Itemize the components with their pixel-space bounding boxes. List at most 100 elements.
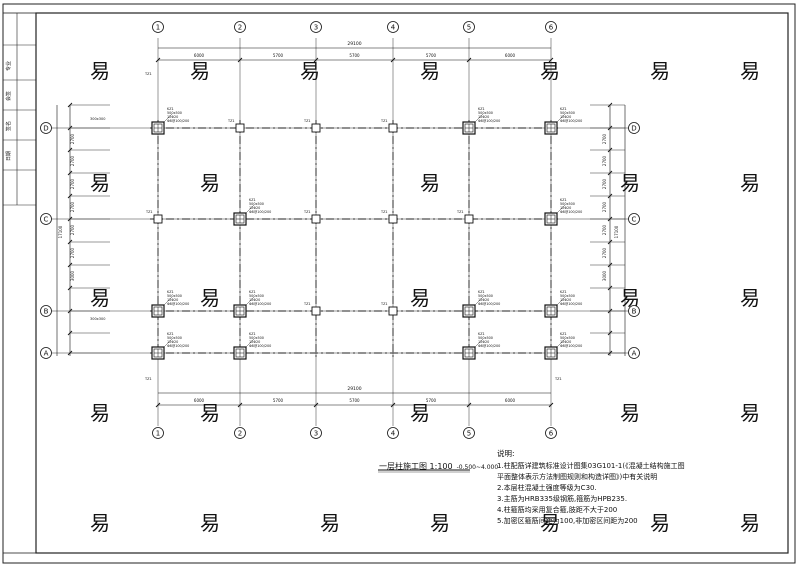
column-rebar: 12Φ20	[167, 298, 178, 302]
dim-tick	[466, 57, 472, 63]
column-stirrup-text: Φ8@100/200	[478, 302, 500, 306]
tz-tag: TZ1	[303, 302, 311, 306]
dim-text-right: 2700	[602, 133, 607, 144]
dim-text-left: 3000	[70, 270, 75, 281]
watermark-glyph: 易	[740, 59, 760, 83]
dim-text-right: 2700	[602, 224, 607, 235]
dim-text-bottom: 5700	[426, 398, 437, 403]
column-size: 500x500	[249, 336, 264, 340]
side-note: TZ1	[554, 377, 562, 381]
dim-text-top: 5700	[349, 53, 360, 58]
tz-outline	[388, 123, 398, 133]
notes-block: 说明: 1.柱配筋详建筑标准设计图集03G101-1(《混凝土结构施工图 平面整…	[497, 448, 737, 527]
grid-label-y: D	[631, 125, 636, 133]
watermark-glyph: 易	[650, 59, 670, 83]
grid-label-x: 1	[156, 430, 160, 438]
grid-bubble-y	[628, 347, 640, 359]
dim-tick	[390, 57, 396, 63]
tz-tag: TZ1	[456, 210, 464, 214]
dim-text-right: 2700	[602, 178, 607, 189]
grid-label-y: B	[44, 308, 49, 316]
grid-label-y: B	[632, 308, 637, 316]
tz-tag: TZ1	[380, 119, 388, 123]
column-tz: TZ1	[456, 210, 474, 224]
dim-text-top: 6000	[505, 53, 516, 58]
dim-text-bottom: 6000	[505, 398, 516, 403]
column-stirrup-text: Φ8@100/200	[560, 119, 582, 123]
column-tag: KZ1	[167, 290, 174, 294]
column-size: 500x500	[249, 202, 264, 206]
column-size: 500x500	[560, 111, 575, 115]
grid-bubble-x	[387, 427, 399, 439]
grid-bubble-x	[545, 427, 557, 439]
column-tag: KZ1	[560, 290, 567, 294]
watermark-glyph: 易	[420, 59, 440, 83]
column-tag: KZ1	[560, 332, 567, 336]
watermark-glyph: 易	[90, 171, 110, 195]
grid-bubble-x	[387, 21, 399, 33]
column-tag: KZ1	[560, 198, 567, 202]
column-size: 500x500	[560, 294, 575, 298]
column-leader	[556, 113, 566, 123]
column-size: 500x500	[167, 294, 182, 298]
column-stirrup-text: Φ8@100/200	[560, 344, 582, 348]
column-tag: KZ1	[167, 332, 174, 336]
column-stirrup-text: Φ8@100/200	[249, 210, 271, 214]
dim-text-left: 2700	[70, 133, 75, 144]
column-stirrup-text: Φ8@100/200	[249, 344, 271, 348]
grid-label-x: 4	[391, 24, 396, 32]
drawing-caption: 一层柱施工图 1:100-0.500~4.000	[379, 461, 498, 472]
column-rebar: 12Φ20	[560, 115, 571, 119]
column-rebar: 12Φ20	[249, 206, 260, 210]
dim-text-right: 3000	[602, 270, 607, 281]
grid-label-x: 2	[238, 24, 242, 32]
column-leader	[474, 296, 484, 306]
note-line: 5.加密区箍筋间距为100,非加密区间距为200	[497, 517, 638, 525]
tz-outline	[311, 123, 321, 133]
note-line: 4.柱箍筋均采用复合箍,肢距不大于200	[497, 506, 618, 514]
column-stirrup-text: Φ8@100/200	[478, 344, 500, 348]
dim-tick	[313, 402, 319, 408]
column-rebar: 12Φ20	[478, 340, 489, 344]
column-rebar: 12Φ20	[478, 298, 489, 302]
grid-bubble-x	[234, 21, 246, 33]
column-leader	[245, 296, 255, 306]
grid-bubble-y	[40, 213, 52, 225]
column-size: 500x500	[478, 336, 493, 340]
grid-bubble-y	[40, 305, 52, 317]
column-tag: KZ1	[249, 290, 256, 294]
tz-outline	[153, 214, 163, 224]
grid-bubble-x	[463, 21, 475, 33]
grid-label-x: 3	[314, 24, 318, 32]
side-title-block: 专业 会签 签名 日期	[2, 12, 37, 554]
column-rebar: 12Φ20	[167, 115, 178, 119]
dim-text-right: 2700	[602, 247, 607, 258]
grid-label-x: 2	[238, 430, 242, 438]
side-note: TZ1	[144, 72, 152, 76]
grid-bubble-x	[152, 21, 164, 33]
column-stirrup-text: Φ8@100/200	[167, 344, 189, 348]
column-tag: KZ1	[560, 107, 567, 111]
column-size: 500x500	[167, 111, 182, 115]
watermark-glyph: 易	[190, 59, 210, 83]
column-tag: KZ1	[478, 290, 485, 294]
column-rebar: 12Φ20	[249, 298, 260, 302]
drawing-title: 一层柱施工图 1:100	[379, 462, 453, 471]
column-rebar: 12Φ20	[249, 340, 260, 344]
column-stirrup-text: Φ8@100/200	[249, 302, 271, 306]
column-size: 500x500	[560, 336, 575, 340]
tz-outline	[388, 306, 398, 316]
watermark-glyph: 易	[620, 401, 640, 425]
grid-label-x: 3	[314, 430, 318, 438]
side-note: 300x300	[90, 117, 105, 121]
column-tag: KZ1	[249, 332, 256, 336]
watermark-glyph: 易	[410, 286, 430, 310]
